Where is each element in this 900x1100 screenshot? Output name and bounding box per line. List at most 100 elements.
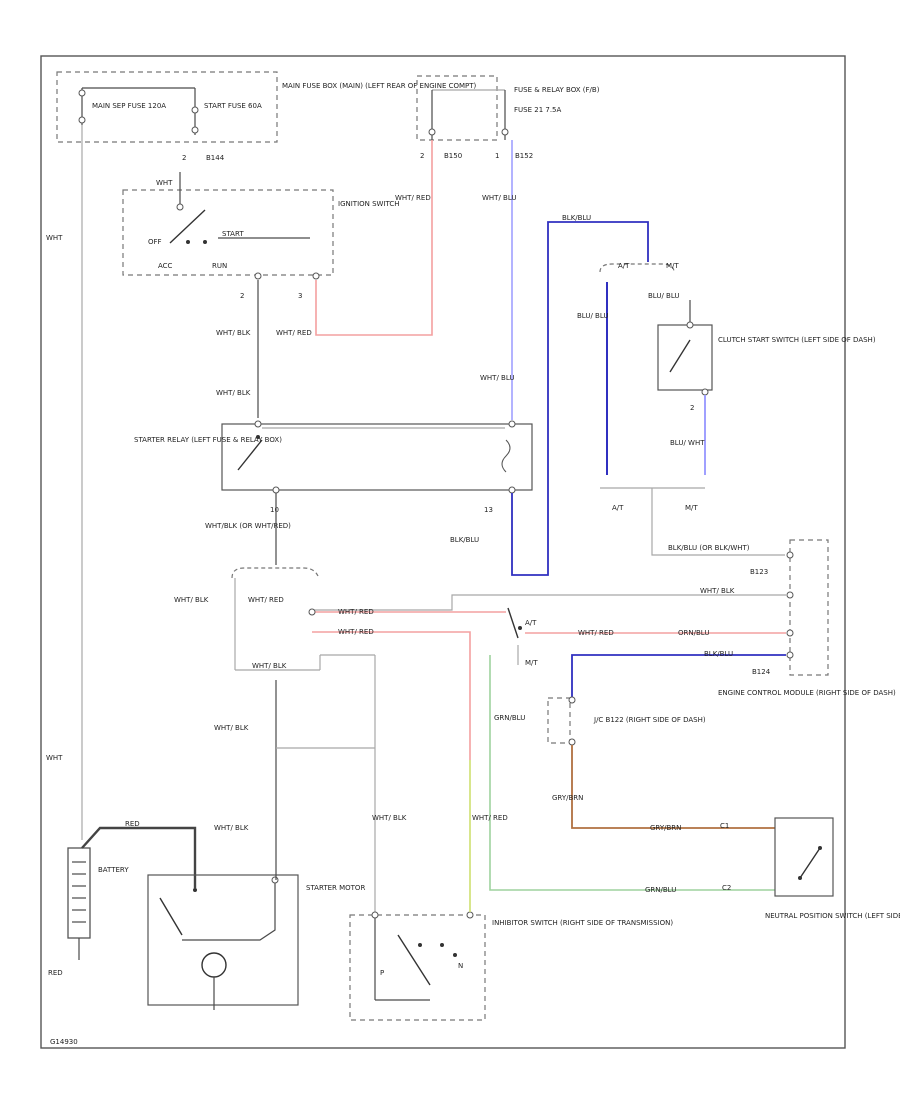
wire-gry-brn-label-vertical: GRY/BRN [552,794,583,802]
fuse-relay-box-label: FUSE & RELAY BOX (F/B) [514,86,600,94]
connector-b124: B124 [752,668,771,676]
wire-blu-wht-label: BLU/ WHT [670,439,705,447]
wire-wht-red-ecm-2 [312,631,471,760]
inhibitor-switch-label: INHIBITOR SWITCH (RIGHT SIDE OF TRANSMIS… [492,919,673,927]
neutral-switch-outline [774,817,834,897]
wire-wht-red-label-top: WHT/ RED [395,194,431,202]
wire-red-battery [81,826,197,888]
ignition-switch-outline [122,189,334,276]
wire-wht-blk-label-d: WHT/ BLK [252,662,287,670]
wire-whtblk-or-whtred-label: WHT/BLK (OR WHT/RED) [205,522,291,530]
neutral-pin-c1: C1 [720,822,729,830]
connector-pin-10: 10 [270,506,279,514]
connector-pin-2c: 2 [240,292,244,300]
svg-text:M/T: M/T [525,659,538,667]
fuse-21-label: FUSE 21 7.5A [514,106,562,114]
wire-orn-blu-label: ORN/BLU [678,629,709,637]
connector-pin-13: 13 [484,506,493,514]
neutral-switch-label: NEUTRAL POSITION SWITCH (LEFT SIDE OF TR… [765,912,900,920]
at-mt-relay-switch: A/T M/T [507,607,538,667]
connector-pin-2b: 2 [420,152,424,160]
ecm-label: ENGINE CONTROL MODULE (RIGHT SIDE OF DAS… [718,689,896,697]
wire-wht-red [315,140,433,336]
wire-wht-blu-label-top: WHT/ BLU [482,194,517,202]
connector-pin-3: 3 [298,292,302,300]
battery-label: BATTERY [98,866,129,874]
main-sep-fuse [78,87,195,125]
connector-pin-2a: 2 [182,154,186,162]
mt-label-bottom: M/T [685,504,698,512]
ignition-acc-label: ACC [158,262,173,270]
start-fuse [191,88,199,135]
wire-grn-blu-label-vertical: GRN/BLU [494,714,525,722]
clutch-pin-2: 2 [690,404,694,412]
inhibitor-n: N [458,962,463,970]
wire-wht-red-ecm-label-b: WHT/ RED [338,628,374,636]
wire-gry-brn [571,745,775,829]
starter-relay-outline [221,423,533,491]
neutral-pin-c2: C2 [722,884,731,892]
ignition-off-label: OFF [148,238,162,246]
wire-blk-blu-relay [511,221,649,576]
starter-motor-label: STARTER MOTOR [306,884,365,892]
wire-wht-red-label-a: WHT/ RED [276,329,312,337]
ignition-start-label: START [222,230,244,238]
wire-wht-blk-label-a: WHT/ BLK [216,329,251,337]
mt-label-top: M/T [666,262,679,270]
at-mt-dashed-relay-select [231,567,319,579]
at-label-bottom: A/T [612,504,624,512]
clutch-switch-outline [657,324,713,391]
wire-wht-blk-label-e: WHT/ BLK [214,724,249,732]
battery-wire-red-bottom: RED [48,969,63,977]
wire-blk-blu-or-blk-wht-label: BLK/BLU (OR BLK/WHT) [668,544,750,552]
wire-wht-blk-ecm [312,594,786,611]
wire-blk-blu-ecm [651,488,785,556]
battery-wire-red-top: RED [125,820,140,828]
connector-b123: B123 [750,568,768,576]
ignition-switch-contacts [169,209,310,244]
diagram-frame [40,55,846,1049]
main-fuse-box-outline [56,71,278,143]
jc-label: J/C B122 (RIGHT SIDE OF DASH) [593,716,706,724]
wire-wht-blu-label-mid: WHT/ BLU [480,374,515,382]
inhibitor-wire-left: WHT/ BLK [372,814,407,822]
starter-relay-contact [237,427,511,473]
wire-wht-blk-ecm-label: WHT/ BLK [700,587,735,595]
jc-outline [547,697,571,744]
clutch-switch-label: CLUTCH START SWITCH (LEFT SIDE OF DASH) [718,336,876,344]
clutch-wire-blu-blu: BLU/ BLU [648,292,680,300]
main-sep-fuse-label: MAIN SEP FUSE 120A [92,102,166,110]
connector-b150: B150 [444,152,462,160]
at-label-top: A/T [618,262,630,270]
wire-wht-red-ecm-label-a: WHT/ RED [338,608,374,616]
fuse-21 [428,89,509,140]
wire-wht-label-upper: WHT [46,234,63,242]
battery [67,847,91,960]
wire-wht-blk-label-f: WHT/ BLK [214,824,249,832]
starter-relay-label: STARTER RELAY (LEFT FUSE & RELAY BOX) [134,436,282,444]
wire-wht-label-lower: WHT [46,754,63,762]
starter-motor-symbol [201,952,227,978]
connector-b144: B144 [206,154,225,162]
ecm-outline [789,539,829,676]
start-fuse-label: START FUSE 60A [204,102,262,110]
main-fuse-box-label: MAIN FUSE BOX (MAIN) (LEFT REAR OF ENGIN… [282,82,477,90]
svg-text:A/T: A/T [525,619,537,627]
inhibitor-p: P [380,969,384,977]
footer-code: G14930 [50,1038,78,1046]
wire-blk-blu-label-top: BLK/BLU [562,214,591,222]
wire-grn-blu-label: GRN/BLU [645,886,676,894]
fuse-relay-box-outline [416,75,498,141]
ignition-wire-wht: WHT [156,179,173,187]
connector-pin-1: 1 [495,152,499,160]
connector-b152: B152 [515,152,533,160]
wire-blk-blu-jc [571,654,786,698]
wire-gry-brn-label: GRY/BRN [650,824,681,832]
wire-wht-blk-label-c: WHT/ BLK [174,596,209,604]
wire-blk-blu-jc-label: BLK/BLU [704,650,733,658]
ignition-switch-label: IGNITION SWITCH [338,200,400,208]
wire-grn-blu [489,655,775,891]
ignition-run-label: RUN [212,262,227,270]
inhibitor-switch-outline [349,914,486,1021]
